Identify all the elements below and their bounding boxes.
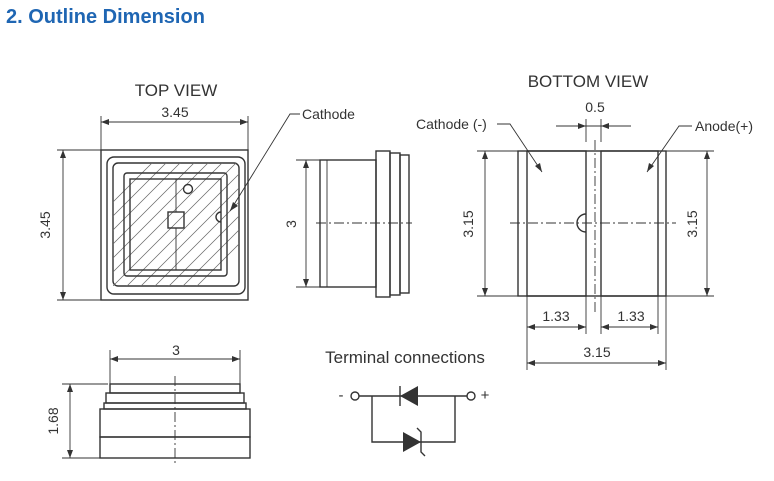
side-flange bbox=[375, 150, 391, 298]
arrowhead bbox=[704, 288, 710, 296]
terminal-title: Terminal connections bbox=[325, 348, 485, 367]
side-lip-outer bbox=[399, 154, 410, 294]
arrowhead bbox=[482, 288, 488, 296]
arrowhead bbox=[303, 279, 309, 287]
top-view-cathode-label: Cathode bbox=[302, 106, 355, 122]
side-view-height-label: 3 bbox=[283, 220, 299, 228]
arrowhead bbox=[482, 151, 488, 159]
front-view: 3 1.68 bbox=[45, 342, 251, 466]
package-inner-outline bbox=[106, 156, 246, 295]
arrowhead bbox=[578, 324, 586, 330]
front-view-height-label: 1.68 bbox=[45, 407, 61, 434]
arrowhead bbox=[704, 151, 710, 159]
terminal-plus-label: + bbox=[481, 387, 490, 404]
top-view-width-label: 3.45 bbox=[161, 104, 188, 120]
terminal-connections: Terminal connections - + bbox=[325, 348, 490, 457]
hatch-pattern bbox=[113, 163, 239, 286]
side-view: 3 bbox=[283, 150, 412, 298]
arrowhead bbox=[658, 360, 666, 366]
bottom-view-height-left-label: 3.15 bbox=[460, 210, 476, 237]
arrowhead bbox=[230, 202, 238, 211]
top-view-title: TOP VIEW bbox=[135, 81, 218, 100]
arrowhead bbox=[578, 123, 586, 129]
cathode-mark-circle bbox=[182, 183, 194, 195]
bottom-view-title: BOTTOM VIEW bbox=[528, 72, 649, 91]
polarity-notch bbox=[576, 213, 587, 233]
arrowhead bbox=[527, 324, 535, 330]
die-frame bbox=[123, 172, 228, 277]
bottom-view-width-label: 3.15 bbox=[583, 344, 610, 360]
arrowhead bbox=[240, 119, 248, 125]
arrowhead bbox=[60, 292, 66, 300]
arrowhead bbox=[601, 123, 609, 129]
arrowhead bbox=[601, 324, 609, 330]
arrowhead bbox=[67, 384, 73, 392]
arrowhead bbox=[647, 163, 654, 172]
cathode-notch bbox=[215, 211, 222, 223]
package-outline bbox=[100, 149, 249, 301]
side-lip bbox=[389, 152, 401, 296]
lens-outline bbox=[112, 162, 240, 287]
arrowhead bbox=[60, 150, 66, 158]
arrowhead bbox=[232, 356, 240, 362]
side-body bbox=[319, 159, 377, 288]
die-frame-inner bbox=[129, 178, 222, 271]
arrowhead bbox=[535, 163, 542, 172]
zener-diode-symbol bbox=[403, 432, 421, 452]
terminal-plus-node bbox=[466, 391, 476, 401]
bottom-view-gap-label: 0.5 bbox=[585, 99, 605, 115]
bottom-body bbox=[517, 150, 667, 297]
bottom-view-anode-label: Anode(+) bbox=[695, 118, 753, 134]
arrowhead bbox=[101, 119, 109, 125]
arrowhead bbox=[110, 356, 118, 362]
page-heading: 2. Outline Dimension bbox=[6, 6, 205, 28]
anode-pad bbox=[600, 150, 659, 297]
terminal-minus-node bbox=[350, 391, 360, 401]
bottom-view: BOTTOM VIEW 0.5 Cathode (-) Anode(+) 3.1… bbox=[416, 72, 753, 370]
top-view-height-label: 3.45 bbox=[37, 211, 53, 238]
arrowhead bbox=[650, 324, 658, 330]
bottom-view-pad-left-label: 1.33 bbox=[542, 308, 569, 324]
terminal-minus-label: - bbox=[339, 387, 344, 404]
anode-leader bbox=[646, 125, 692, 173]
bottom-view-cathode-label: Cathode (-) bbox=[416, 116, 487, 132]
front-view-width-label: 3 bbox=[172, 342, 180, 358]
top-view: TOP VIEW 3.45 3.45 bbox=[37, 81, 355, 301]
arrowhead bbox=[303, 160, 309, 168]
bottom-view-height-right-label: 3.15 bbox=[684, 210, 700, 237]
cathode-leader bbox=[229, 113, 300, 212]
led-diode-symbol bbox=[400, 386, 418, 406]
arrowhead bbox=[67, 450, 73, 458]
bottom-view-pad-right-label: 1.33 bbox=[617, 308, 644, 324]
cathode-leader bbox=[497, 123, 543, 173]
zener-diode-bar bbox=[416, 427, 426, 457]
arrowhead bbox=[527, 360, 535, 366]
cathode-pad bbox=[526, 150, 587, 297]
